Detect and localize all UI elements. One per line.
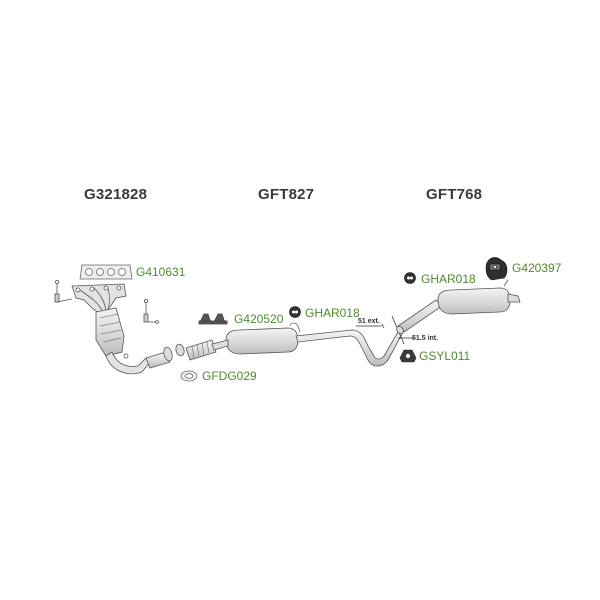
middle-pipe-assembly[interactable] bbox=[211, 322, 403, 367]
part-label-rear-mount[interactable]: G420397 bbox=[512, 261, 562, 275]
rubber-hanger-icon-front[interactable] bbox=[289, 306, 301, 318]
center-pipe bbox=[295, 329, 403, 367]
part-label-flange-gasket[interactable]: GFDG029 bbox=[202, 369, 257, 383]
part-label-manifold-gasket[interactable]: G410631 bbox=[136, 265, 186, 279]
oxygen-sensor-lower[interactable] bbox=[143, 298, 159, 324]
dimension-label-ext: 51 ext. bbox=[358, 318, 380, 325]
flange-gasket-icon[interactable] bbox=[180, 370, 198, 382]
rear-silencer bbox=[437, 287, 511, 315]
oxygen-sensor-upper[interactable] bbox=[54, 279, 73, 303]
part-label-clamp-set[interactable]: G420520 bbox=[234, 312, 284, 326]
group-label-manifold: G321828 bbox=[84, 186, 148, 203]
rear-pipe bbox=[397, 299, 443, 333]
connector-sleeve-icon[interactable] bbox=[399, 349, 417, 363]
rear-mount-icon[interactable] bbox=[485, 257, 508, 281]
dimension-label-int: 51.5 int. bbox=[412, 335, 439, 342]
group-label-middle: GFT827 bbox=[258, 186, 315, 203]
manifold-gasket[interactable] bbox=[79, 264, 133, 280]
manifold-catalyst-assembly[interactable] bbox=[54, 279, 159, 375]
clamp-set-icon[interactable] bbox=[198, 313, 228, 325]
tailpipe bbox=[507, 293, 521, 303]
rear-silencer-assembly[interactable] bbox=[395, 279, 521, 335]
part-label-hanger-front[interactable]: GHAR018 bbox=[305, 306, 360, 320]
part-label-hanger-rear[interactable]: GHAR018 bbox=[421, 272, 476, 286]
flex-pipe-section[interactable] bbox=[145, 339, 217, 369]
front-silencer bbox=[225, 327, 299, 355]
group-label-rear: GFT768 bbox=[426, 186, 483, 203]
part-label-sleeve[interactable]: GSYL011 bbox=[419, 349, 471, 363]
rubber-hanger-icon-rear[interactable] bbox=[404, 272, 416, 284]
